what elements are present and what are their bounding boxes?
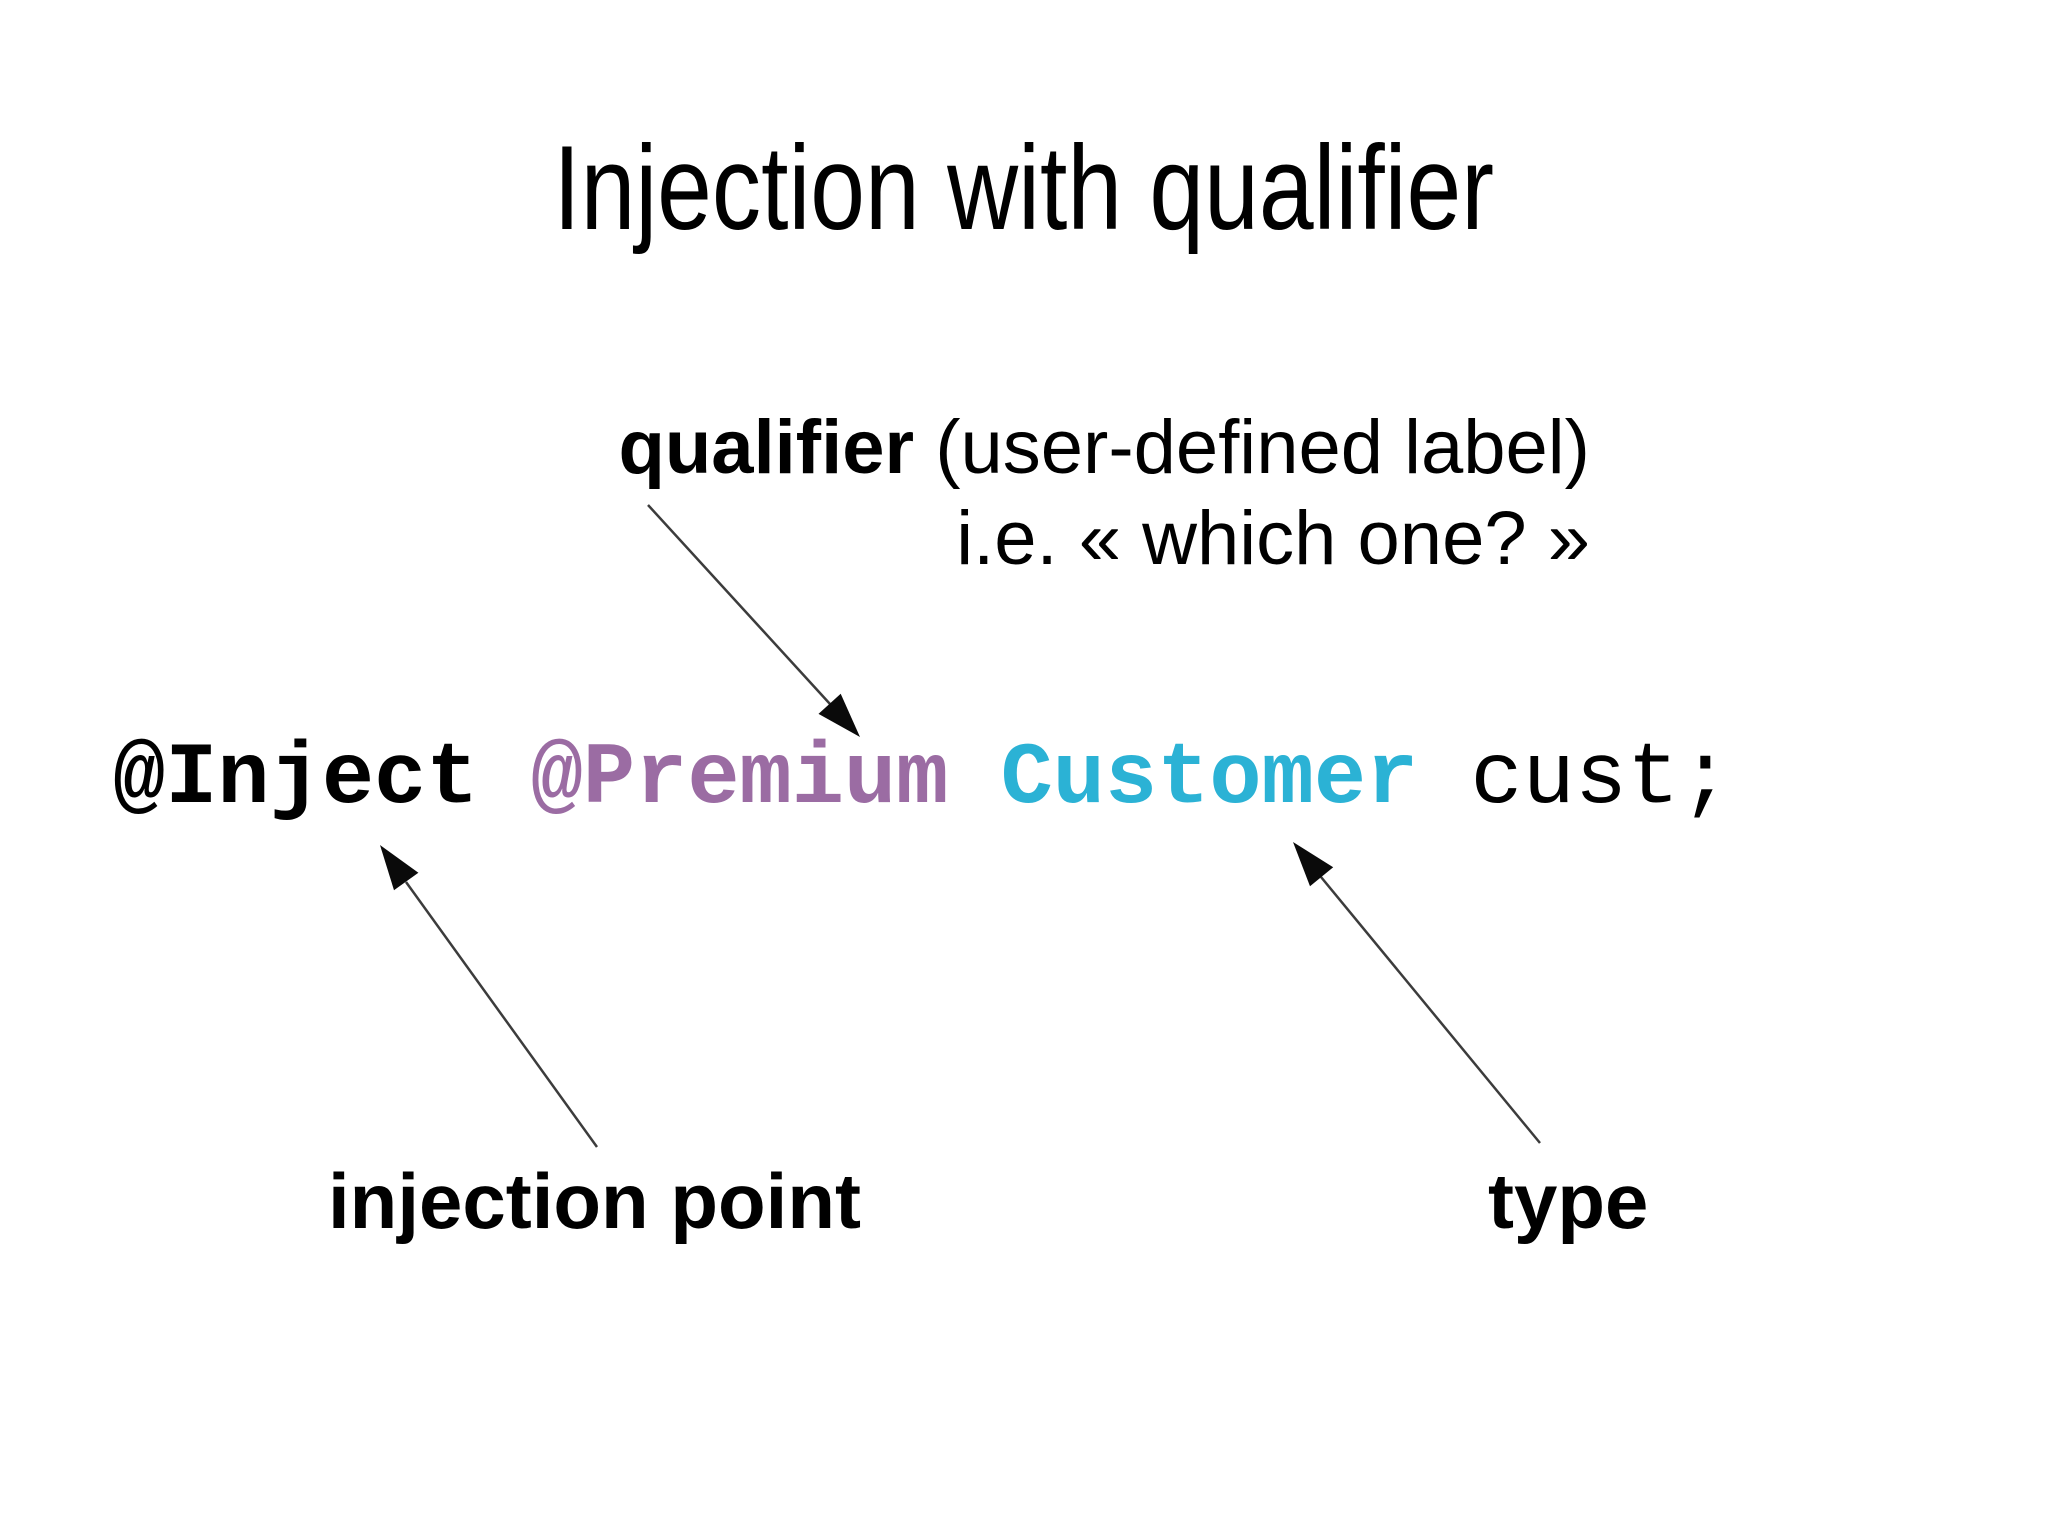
qualifier-definition: (user-defined label) [914,405,1590,490]
code-token-premium: @Premium [530,731,949,829]
code-token-variable: cust; [1470,731,1732,829]
slide-title-text: Injection with qualifier [553,121,1495,255]
code-line: @Inject @Premium Customer cust; [113,737,1732,824]
callout-type: type [1488,1157,1649,1245]
code-token-inject: @Inject [113,731,479,829]
code-token-customer: Customer [1000,731,1419,829]
callout-injection-point: injection point [328,1157,861,1245]
arrow-type-to-customer [1293,842,1541,1144]
qualifier-note: qualifier (user-defined label) i.e. « wh… [618,402,1590,584]
qualifier-note-line1: qualifier (user-defined label) [618,402,1590,493]
qualifier-term: qualifier [618,405,915,490]
qualifier-clarification: i.e. « which one? » [956,496,1590,582]
arrow-injection-point-to-inject [380,845,599,1148]
slide-title: Injection with qualifier [0,128,2048,248]
